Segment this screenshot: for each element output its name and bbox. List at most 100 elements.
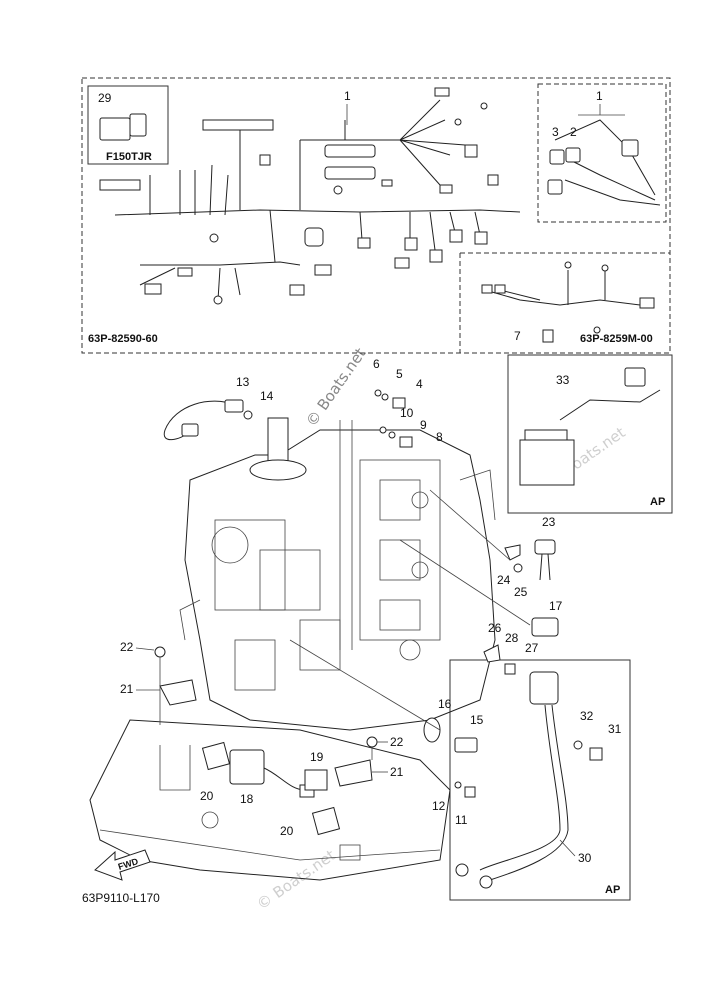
battery-inset-box [507, 354, 673, 514]
callout-22: 22 [390, 735, 404, 749]
callout-15: 15 [470, 713, 484, 727]
sub-harness-terminal [601, 264, 609, 272]
washer [374, 389, 382, 397]
cover [304, 769, 328, 791]
harness-connector [177, 267, 193, 277]
bolt [392, 397, 406, 409]
harness-connector [404, 237, 418, 251]
callout-3: 3 [552, 125, 559, 139]
clip [483, 644, 501, 663]
callout-29: 29 [98, 91, 112, 105]
harness-connector [464, 144, 478, 158]
bolt [464, 786, 476, 798]
callout-18: 18 [240, 792, 254, 806]
callout-4: 4 [416, 377, 423, 391]
washer [381, 393, 389, 401]
harness-connector [324, 144, 376, 158]
gasket [243, 410, 253, 420]
callout-9: 9 [420, 418, 427, 432]
washer [454, 781, 462, 789]
harness-connector [289, 284, 305, 296]
harness-connector [394, 257, 410, 269]
engine-code: F150TJR [106, 151, 152, 163]
fwd-arrow-icon [94, 849, 151, 881]
callout-2: 2 [570, 125, 577, 139]
sub-harness-code: 63P-8259M-00 [580, 333, 653, 345]
sub-harness-terminal [593, 326, 601, 334]
screw [513, 563, 523, 573]
callout-14: 14 [260, 389, 274, 403]
harness-terminal [480, 102, 488, 110]
harness-box [81, 77, 671, 354]
ring-terminal [479, 875, 493, 889]
ap-label: AP [650, 496, 665, 508]
callout-26: 26 [488, 621, 502, 635]
ap-label: AP [605, 884, 620, 896]
battery-inset: AP [507, 354, 673, 514]
cable-boot [529, 671, 559, 705]
sensor-connector [547, 179, 563, 195]
callout-21: 21 [390, 765, 404, 779]
wire-harness-group: F150TJR [81, 77, 671, 354]
callout-32: 32 [580, 709, 594, 723]
small-parts [154, 389, 603, 836]
callout-16: 16 [438, 697, 452, 711]
harness-connector [259, 154, 271, 166]
callout-31: 31 [608, 722, 622, 736]
callouts: 1 1 2 3 29 7 33 13 14 6 5 4 10 9 8 23 24… [98, 89, 625, 865]
harness-connector [434, 87, 450, 97]
sensor-connector [621, 139, 639, 157]
harness-terminal [454, 118, 462, 126]
fwd-arrow: FWD [94, 849, 151, 881]
callout-33: 33 [556, 373, 570, 387]
harness-terminal [209, 233, 219, 243]
watermark: © Boats.net [0, 643, 1, 710]
callout-11: 11 [455, 813, 468, 827]
harness-connector [304, 227, 324, 247]
bolt-head [154, 646, 166, 658]
sub-harness-connector [542, 329, 554, 343]
washer [388, 431, 396, 439]
sub-harness-terminal [564, 261, 572, 269]
ground-inset-box [449, 659, 631, 901]
relay-part [99, 117, 131, 141]
bracket [334, 759, 373, 787]
watermark: © Boats.net [302, 345, 369, 430]
harness-terminal [213, 295, 223, 305]
callout-23: 23 [542, 515, 556, 529]
sensor-connector [181, 423, 199, 437]
harness-code: 63P-82590-60 [88, 333, 158, 345]
callout-10: 10 [400, 406, 414, 420]
bracket [504, 544, 521, 561]
harness-connector [324, 166, 376, 180]
callout-12: 12 [432, 799, 446, 813]
diagram-code: 63P9110-L170 [82, 891, 160, 905]
harness-connector [381, 179, 393, 187]
callout-1: 1 [596, 89, 603, 103]
bolt [589, 747, 603, 761]
bracket [159, 679, 197, 706]
harness-connector [202, 119, 274, 131]
sub-harness-connector [494, 284, 506, 294]
bottom-cowl [89, 719, 451, 881]
bolt-head [366, 736, 378, 748]
callout-17: 17 [549, 599, 563, 613]
harness-connector [144, 283, 162, 295]
callout-21: 21 [120, 682, 134, 696]
watermark: © Boats.net [253, 846, 338, 913]
ground-cable-inset: AP [449, 659, 631, 901]
washer [573, 740, 583, 750]
callout-1: 1 [344, 89, 351, 103]
callout-27: 27 [525, 641, 539, 655]
bolt [399, 436, 413, 448]
callout-20: 20 [280, 824, 294, 838]
grommet [201, 741, 231, 771]
flywheel-top [249, 459, 307, 481]
sensor [531, 617, 559, 637]
callout-24: 24 [497, 573, 511, 587]
battery [519, 439, 575, 486]
callout-8: 8 [436, 430, 443, 444]
engine-inset-box [87, 85, 169, 165]
callout-13: 13 [236, 375, 250, 389]
callout-22: 22 [120, 640, 134, 654]
